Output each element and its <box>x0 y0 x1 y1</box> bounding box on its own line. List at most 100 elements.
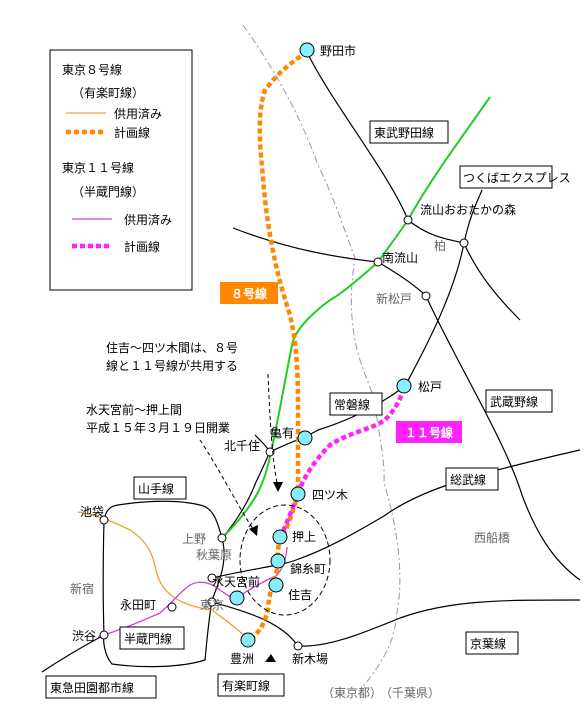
label-tobu-noda: 東武野田線 <box>374 125 434 140</box>
tsukuba-express-line <box>221 96 491 539</box>
label-shin-matsudo: 新松戸 <box>376 291 412 306</box>
station-dot-ikebukuro <box>99 515 109 525</box>
minor-stations <box>99 215 469 651</box>
station-circle-oshiage <box>272 529 288 545</box>
arrowhead-shared <box>273 482 283 492</box>
legend-line11-plan-label: 計画線 <box>124 239 160 254</box>
station-circle-sumiyoshi <box>268 577 284 593</box>
box-denentoshi <box>45 675 157 699</box>
badge-line8 <box>220 282 278 304</box>
label-toyosu: 豊洲 <box>230 652 254 666</box>
label-kinshicho: 錦糸町 <box>290 561 326 576</box>
line8-open <box>77 511 249 641</box>
note-opening-1: 水天宮前～押上間 <box>86 402 182 417</box>
station-dot-shin-matsudo <box>421 291 431 301</box>
station-dot-shibuya <box>99 630 109 640</box>
label-nishi-funabashi: 西船橋 <box>474 531 510 545</box>
box-tobu-noda <box>369 120 449 144</box>
station-dot-nagatacho <box>167 602 177 612</box>
box-yurakucho <box>217 673 285 697</box>
label-kashiwa: 柏 <box>434 238 446 253</box>
station-dot-minami-nagareyama <box>373 257 383 267</box>
denentoshi-line <box>41 634 105 673</box>
legend-line8-title: 東京８号線 <box>62 62 122 77</box>
label-joban: 常磐線 <box>334 397 370 412</box>
station-circle-matsudo <box>396 378 412 394</box>
label-yotsugi: 四ツ木 <box>312 488 348 502</box>
legend-frame <box>49 49 193 291</box>
legend-line11-open-label: 供用済み <box>124 212 172 227</box>
yamanote-line <box>102 500 225 668</box>
box-musashino <box>485 389 553 413</box>
legend-line8-plan-label: 計画線 <box>114 125 150 140</box>
legend-line11-sub: （半蔵門線） <box>72 184 144 199</box>
arrow-opening <box>199 439 256 533</box>
station-dot-kita-senju <box>265 447 275 457</box>
legend-line8-sub: （有楽町線） <box>72 85 144 100</box>
shared-section-outline <box>239 504 331 616</box>
station-circle-noda <box>299 42 315 58</box>
arrowhead-opening <box>249 525 258 536</box>
line11-open <box>97 546 288 638</box>
prefecture-border <box>242 24 401 691</box>
station-circle-kinshicho <box>270 553 286 569</box>
tobu-noda-line <box>306 51 521 321</box>
station-dot-ueno <box>217 533 227 543</box>
label-shibuya: 渋谷 <box>72 629 96 643</box>
badge-line11-label: １１号線 <box>405 425 453 440</box>
label-sumiyoshi: 住吉 <box>288 588 312 602</box>
legend-line11-title: 東京１１号線 <box>62 160 134 175</box>
label-sobu: 総武線 <box>450 472 486 487</box>
note-shared-1: 住吉～四ツ木間は、８号 <box>106 341 238 355</box>
label-yurakucho: 有楽町線 <box>222 678 270 693</box>
label-kita-senju: 北千住 <box>224 439 260 453</box>
line11-planned <box>277 387 407 539</box>
label-tsukuba-express: つくばエクスプレス <box>463 171 571 185</box>
station-circle-kameari <box>297 430 313 446</box>
label-nagareyama-otaka: 流山おおたかの森 <box>420 202 516 217</box>
label-matsudo: 松戸 <box>418 380 442 394</box>
box-hanzomon <box>119 626 185 650</box>
box-joban <box>329 392 383 416</box>
station-dot-nagareyama-otaka <box>403 215 413 225</box>
note-shared-2: 線と１１号線が共用する <box>106 358 238 373</box>
label-pref-tokyo: （東京都） <box>322 686 382 700</box>
arrowhead-toyosu <box>265 654 276 662</box>
station-circle-yotsugi <box>290 486 306 502</box>
label-noda: 野田市 <box>320 43 356 58</box>
station-dot-akihabara <box>207 573 217 583</box>
label-minami-nagareyama: 南流山 <box>382 250 418 265</box>
station-circle-toyosu <box>240 632 256 648</box>
badge-line8-label: ８号線 <box>231 286 267 301</box>
musashino-line <box>232 227 581 581</box>
line8-planned <box>246 50 309 643</box>
boxed-line-labels <box>45 120 553 699</box>
label-oshiage: 押上 <box>292 530 316 544</box>
label-keiyo: 京葉線 <box>470 636 506 651</box>
label-kameari: 亀有 <box>270 426 294 440</box>
station-dot-shinkiba <box>293 641 303 651</box>
station-circle-suitengumae <box>229 590 245 606</box>
label-shinjuku: 新宿 <box>70 581 94 596</box>
box-yamanote <box>133 476 187 500</box>
joban-south <box>221 434 271 539</box>
note-opening-2: 平成１５年３月１９日開業 <box>86 421 230 435</box>
label-shinkiba: 新木場 <box>292 651 328 666</box>
box-keiyo <box>465 631 519 655</box>
label-ueno: 上野 <box>182 532 206 546</box>
annotation-arrows <box>199 373 283 662</box>
label-akihabara: 秋葉原 <box>196 548 232 562</box>
label-musashino: 武蔵野線 <box>490 394 538 409</box>
label-yamanote: 山手線 <box>138 481 174 496</box>
station-dot-tokyo <box>207 597 217 607</box>
arrow-shared <box>267 373 279 489</box>
label-tokyo: 東京 <box>200 598 224 612</box>
box-sobu <box>445 467 499 491</box>
legend: 東京８号線 （有楽町線） 供用済み 計画線 東京１１号線 （半蔵門線） 供用済み… <box>49 49 193 291</box>
label-hanzomon: 半蔵門線 <box>124 631 172 646</box>
label-pref-chiba: （千葉県） <box>380 686 440 700</box>
badge-line11 <box>396 421 462 443</box>
legend-line8-open-label: 供用済み <box>114 106 162 121</box>
